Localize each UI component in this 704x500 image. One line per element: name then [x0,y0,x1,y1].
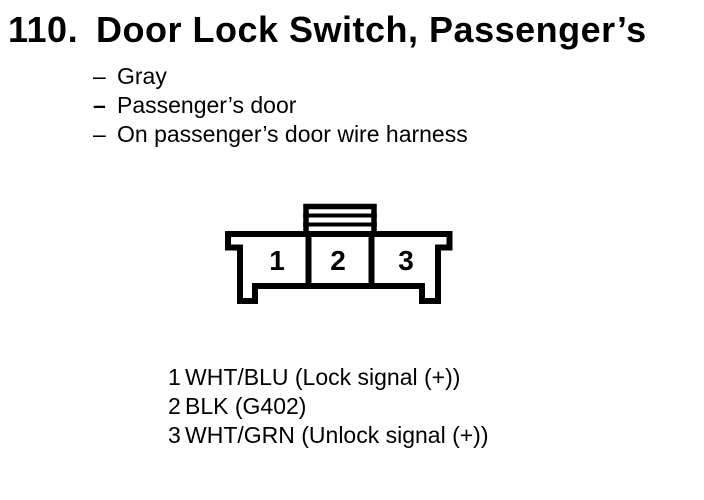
pin-description: WHT/BLU (Lock signal (+)) [185,364,461,390]
attribute-item: –Gray [93,62,468,91]
cavity-number-2: 2 [330,245,346,276]
attribute-text: Gray [117,63,167,89]
connector-diagram: 1 2 3 [225,203,453,304]
attribute-item: –On passenger’s door wire harness [93,120,468,149]
item-title: Door Lock Switch, Passenger’s [96,9,647,50]
pin-number: 3 [168,422,181,448]
dash-bullet: – [93,121,106,147]
pin-number: 1 [168,364,181,390]
page-title: 110. Door Lock Switch, Passenger’s [8,9,647,50]
pin-number: 2 [168,393,181,419]
dash-bullet: – [93,63,106,89]
attribute-text: Passenger’s door [117,92,297,118]
cavity-number-1: 1 [269,245,285,276]
pin-description: WHT/GRN (Unlock signal (+)) [185,422,489,448]
attribute-text: On passenger’s door wire harness [117,121,468,147]
attribute-item: –Passenger’s door [93,91,468,120]
connector-lock-tab [303,203,377,234]
connector-housing-outline [225,231,453,304]
attribute-list: –Gray –Passenger’s door –On passenger’s … [93,62,468,149]
pin-description: BLK (G402) [185,393,307,419]
item-number: 110. [8,9,79,50]
dash-bullet: – [93,92,106,118]
cavity-number-3: 3 [398,245,414,276]
